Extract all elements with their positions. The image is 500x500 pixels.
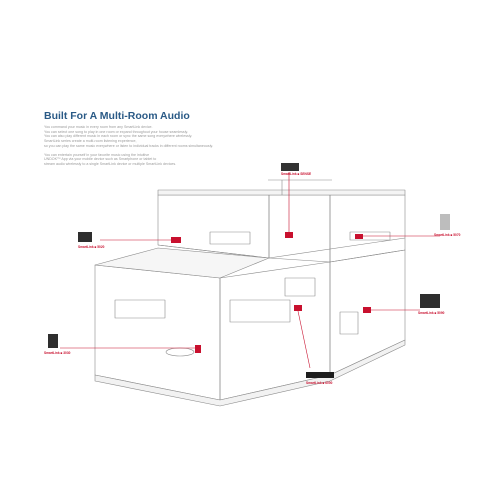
speaker-device [355,234,363,239]
callout-label-bottom: SmartLink ■ 6000 [306,381,333,385]
speaker-device [285,232,293,238]
tv-drawing [284,277,316,297]
product-image-5020 [78,232,92,242]
callout-label-top: SmartLink ■ SENSE [281,172,311,176]
intro-paragraph-2: You can entertain yourself in your favor… [44,153,304,167]
callout-label-right-middle: SmartLink ■ 5090 [418,311,445,315]
table-drawing [165,347,195,357]
product-image-sense [281,163,299,171]
product-image-6000 [306,372,334,378]
product-image-5090 [420,294,440,308]
sofa-drawing [114,299,166,319]
callout-label-lower-left: SmartLink ■ 3030 [44,351,71,355]
speaker-device [294,305,302,311]
product-image-5070 [440,214,450,230]
intro-block: Built For A Multi-Room Audio You command… [44,110,304,171]
cabinet-drawing [339,311,359,335]
intro-line: SmartLink series create a multi-room lis… [44,139,137,144]
intro-line: UNDOK™ App via your mobile device such a… [44,157,157,162]
intro-line: You can also play different music in eac… [44,134,193,139]
balcony-slab [94,247,270,279]
intro-line: You command your music in every room fro… [44,125,153,129]
product-image-3030 [48,334,58,348]
intro-line: stream audio wirelessly to a single Smar… [44,161,177,166]
upper-floor-wall [157,194,270,259]
product-thumbnails [48,163,450,378]
page-title: Built For A Multi-Room Audio [44,110,190,122]
intro-line: so you can play the same music everywher… [44,143,214,148]
callout-label-upper-right: SmartLink ■ 5070 [434,233,461,237]
ground-slab [94,339,406,407]
intro-paragraph-1: You command your music in every room fro… [44,125,304,149]
intro-line: You can entertain yourself in your favor… [44,152,150,157]
bed-drawing [209,231,251,245]
speaker-device [171,237,181,243]
intro-line: You can select one song to play in one r… [44,129,189,134]
callout-label-upper-left: SmartLink ■ 5020 [78,245,105,249]
upper-roof-slab [157,189,406,196]
couch-drawing [229,299,291,323]
upper-middle-wall [268,194,331,263]
speaker-device [195,345,201,353]
